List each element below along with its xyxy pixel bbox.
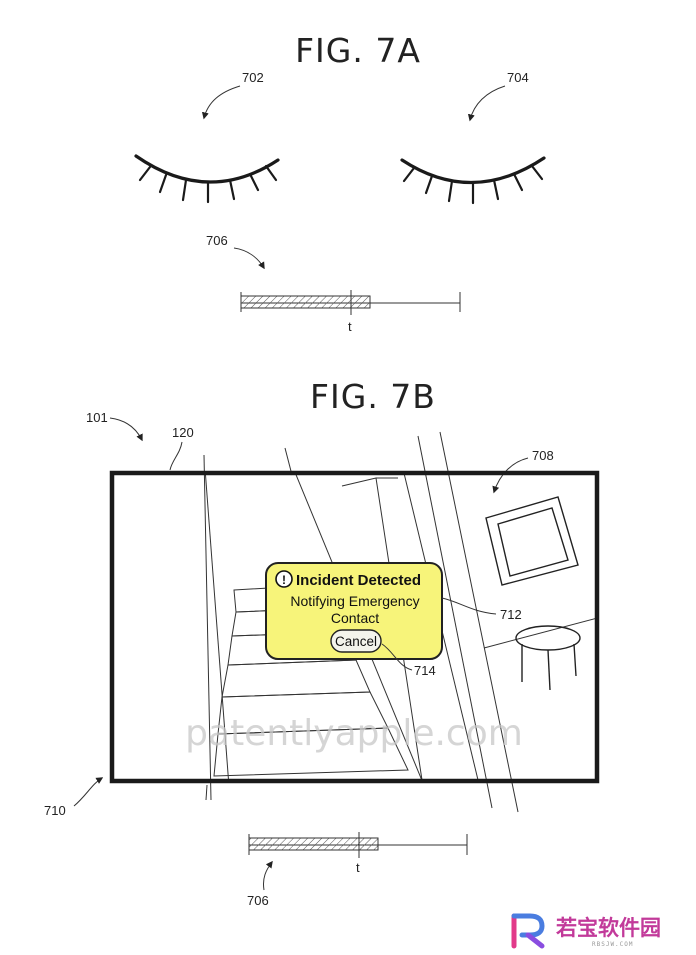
incident-alert-message-line1: Notifying Emergency — [290, 593, 419, 609]
timeline-7a-t-label: t — [348, 319, 352, 334]
alert-exclamation-icon — [275, 570, 293, 588]
ref-706-leader-7a — [233, 247, 265, 270]
ref-101-leader — [109, 417, 143, 442]
ref-708-label: 708 — [532, 448, 554, 463]
ref-706-label-7b: 706 — [247, 893, 269, 908]
logo-text: 若宝软件园 — [555, 916, 661, 940]
wall-picture — [485, 496, 579, 586]
fig-7b-title: FIG. 7B — [310, 377, 436, 416]
ref-708-leader — [492, 457, 529, 494]
incident-alert-message-line2: Contact — [331, 610, 379, 626]
ref-712-leader — [441, 597, 497, 615]
incident-alert-popup: ! Incident Detected Notifying Emergency … — [265, 562, 443, 660]
ref-712-label: 712 — [500, 607, 522, 622]
timeline-7a — [240, 290, 461, 315]
fig-7a-title: FIG. 7A — [295, 31, 421, 70]
ref-702-leader — [201, 85, 241, 120]
ref-710-leader — [73, 777, 104, 807]
incident-alert-background — [265, 562, 443, 660]
site-logo: 若宝软件园 RBSJW.COM — [497, 905, 696, 955]
watermark-text: patentlyapple.com — [185, 713, 523, 754]
timeline-7b — [248, 832, 468, 858]
ref-714-leader — [381, 643, 413, 671]
timeline-7b-t-label: t — [356, 860, 360, 875]
ref-710-label: 710 — [44, 803, 66, 818]
left-closed-eye — [134, 154, 280, 204]
cancel-button-shape[interactable] — [330, 629, 382, 653]
ref-706-label-7a: 706 — [206, 233, 228, 248]
logo-subtext: RBSJW.COM — [592, 941, 634, 948]
ref-101-label: 101 — [86, 410, 108, 425]
cancel-button-label[interactable]: Cancel — [335, 634, 377, 649]
ref-702-label: 702 — [242, 70, 264, 85]
r-logo-icon — [511, 913, 545, 949]
ref-120-label: 120 — [172, 425, 194, 440]
scene-outer-lines — [203, 431, 519, 813]
side-table — [515, 625, 581, 691]
display-frame — [109, 470, 600, 784]
ref-706-leader-7b — [263, 860, 273, 891]
timeline-7a-elapsed-bar — [240, 295, 371, 309]
incident-alert-title: Incident Detected — [296, 572, 421, 589]
right-closed-eye — [400, 156, 546, 205]
timeline-7b-elapsed-bar — [248, 837, 379, 851]
ref-714-label: 714 — [414, 663, 436, 678]
ref-704-leader — [467, 85, 506, 122]
cancel-button[interactable]: Cancel — [330, 629, 382, 653]
ref-704-label: 704 — [507, 70, 529, 85]
ref-120-leader — [169, 441, 183, 471]
alert-exclamation-glyph: ! — [282, 573, 286, 587]
